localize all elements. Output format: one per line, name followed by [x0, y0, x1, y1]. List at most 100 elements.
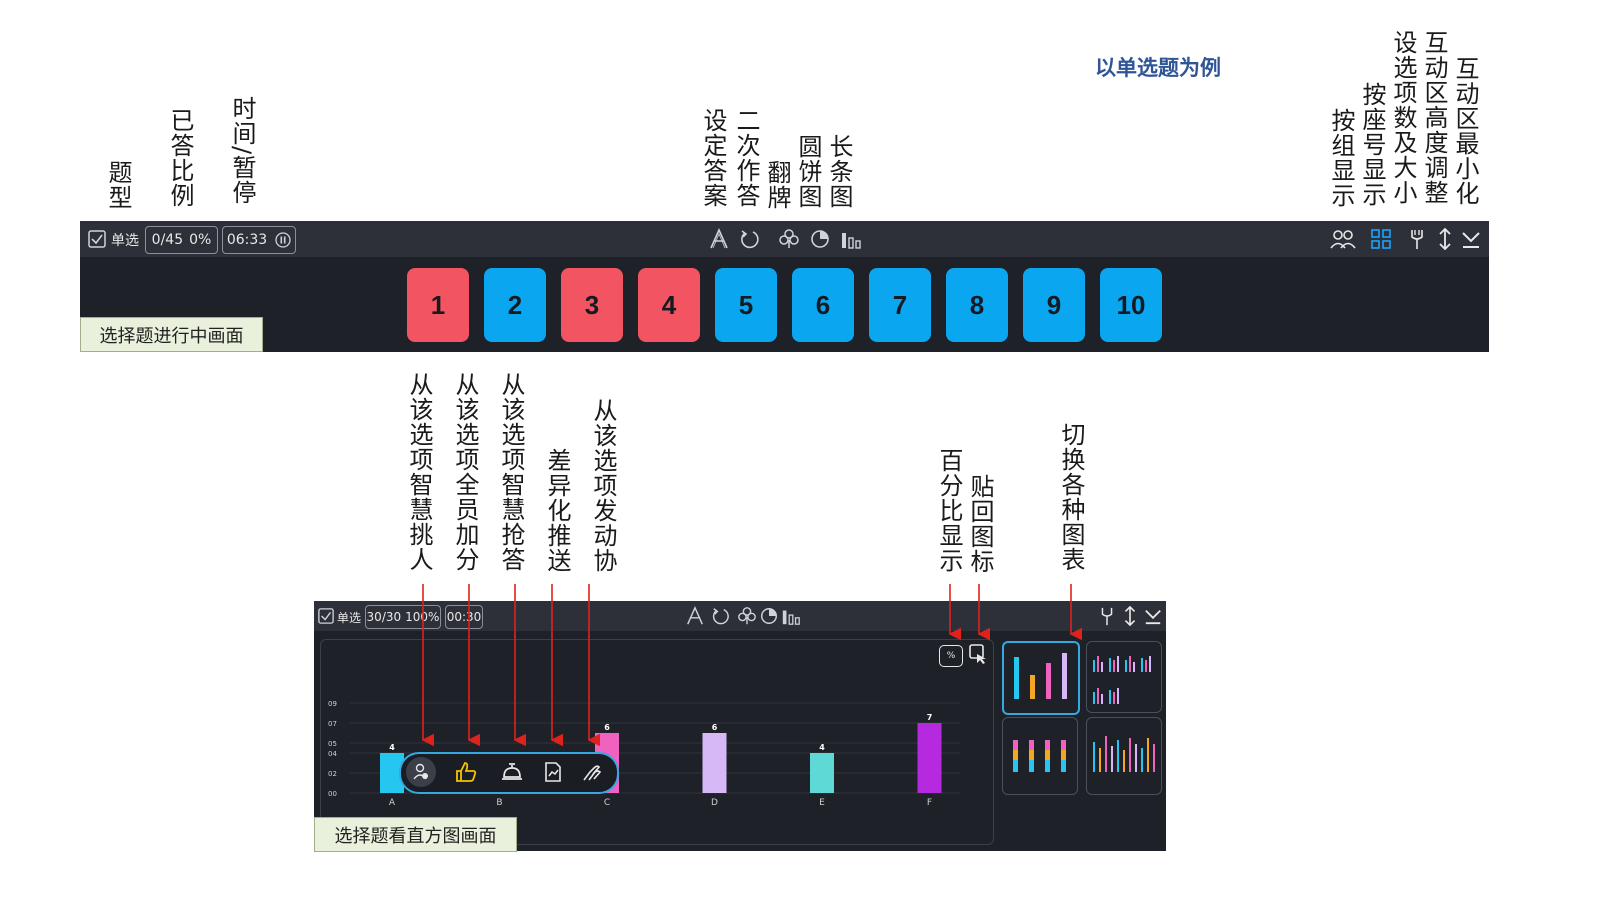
label-all-plus: 从该选项全员加分	[451, 372, 479, 572]
x-category-label: A	[389, 798, 396, 808]
rush-bell-icon[interactable]	[499, 759, 525, 785]
bar-value-label: 6	[712, 723, 718, 732]
chart-frame	[320, 639, 994, 845]
set-answer-icon[interactable]	[685, 606, 705, 626]
flip-card-icon[interactable]	[778, 228, 800, 250]
x-category-label: D	[711, 798, 718, 808]
minimize-icon[interactable]	[1144, 606, 1162, 626]
timer-pill[interactable]: 06:33	[222, 226, 296, 254]
label-percent-show: 百分比显示	[935, 448, 963, 573]
label-bar: 长条图	[825, 134, 853, 209]
label-second-answer: 二次作答	[732, 108, 760, 208]
timer-value: 06:33	[226, 232, 268, 248]
x-category-label: C	[604, 798, 610, 808]
pie-chart-icon[interactable]	[809, 228, 831, 250]
bar-chart-icon[interactable]	[840, 228, 862, 250]
label-paste-icon: 贴回图标	[966, 474, 994, 574]
label-collab: 从该选项发动协	[589, 398, 617, 573]
answer-button-4[interactable]: 4	[638, 268, 700, 342]
answer-button-2[interactable]: 2	[484, 268, 546, 342]
label-set-answer: 设定答案	[699, 108, 727, 208]
label-group-display: 按组显示	[1327, 108, 1355, 208]
checkbox-icon[interactable]	[318, 608, 334, 624]
label-switch-chart: 切换各种图表	[1057, 422, 1085, 572]
panel2-toolbar	[314, 601, 1166, 631]
height-adjust-icon[interactable]	[1437, 228, 1453, 250]
y-tick-label: 02	[328, 770, 337, 778]
answered-count: 0/45	[151, 232, 184, 248]
bar-value-label: 4	[819, 743, 825, 752]
redo-icon[interactable]	[711, 606, 731, 626]
x-category-label: E	[819, 798, 825, 808]
seat-grid-icon[interactable]	[1370, 228, 1392, 250]
height-adjust-icon[interactable]	[1122, 606, 1138, 626]
timer-pill[interactable]: 00:30	[445, 605, 483, 629]
option-settings-icon[interactable]	[1408, 228, 1426, 250]
smart-pick-icon[interactable]	[406, 757, 436, 787]
answer-button-3[interactable]: 3	[561, 268, 623, 342]
bar-D[interactable]	[702, 733, 727, 793]
x-category-label: B	[496, 798, 502, 808]
example-note: 以单选题为例	[1095, 56, 1221, 80]
diff-push-icon[interactable]	[540, 759, 566, 785]
y-tick-label: 04	[328, 750, 337, 758]
answer-button-7[interactable]: 7	[869, 268, 931, 342]
bar-value-label: 4	[389, 743, 395, 752]
label-flip: 翻牌	[763, 160, 791, 210]
checkbox-icon[interactable]	[88, 230, 106, 248]
panel1-toolbar	[80, 221, 1489, 257]
thumbs-up-icon[interactable]	[453, 759, 479, 785]
bar-value-label: 6	[604, 723, 610, 732]
paste-back-icon[interactable]	[968, 643, 990, 665]
label-question-type: 题型	[104, 160, 132, 210]
chart-thumb-bar[interactable]	[1002, 641, 1080, 715]
label-pie: 圆饼图	[794, 134, 822, 209]
option-action-toolbar	[399, 752, 619, 794]
label-diff-push: 差异化推送	[543, 448, 571, 573]
minimize-icon[interactable]	[1461, 228, 1481, 250]
redo-icon[interactable]	[739, 228, 761, 250]
label-option-count: 设选项数及大小	[1389, 30, 1417, 205]
option-settings-icon[interactable]	[1098, 606, 1116, 626]
flip-card-icon[interactable]	[737, 606, 757, 626]
percent-toggle-icon[interactable]: %	[939, 645, 963, 667]
bar-E[interactable]	[810, 753, 834, 793]
answer-button-1[interactable]: 1	[407, 268, 469, 342]
label-smart-pick: 从该选项智慧挑人	[405, 372, 433, 572]
bar-chart-icon[interactable]	[781, 606, 801, 626]
bar-value-label: 7	[927, 713, 933, 722]
answer-button-6[interactable]: 6	[792, 268, 854, 342]
caption-histogram: 选择题看直方图画面	[314, 817, 517, 852]
pie-chart-icon[interactable]	[759, 606, 779, 626]
question-type-label: 单选	[111, 233, 139, 249]
answer-button-10[interactable]: 10	[1100, 268, 1162, 342]
answer-button-5[interactable]: 5	[715, 268, 777, 342]
bar-F[interactable]	[917, 723, 942, 793]
pause-icon[interactable]	[275, 232, 291, 248]
x-category-label: F	[927, 798, 932, 808]
label-answered-ratio: 已答比例	[166, 108, 194, 208]
y-tick-label: 07	[328, 720, 337, 728]
answer-button-9[interactable]: 9	[1023, 268, 1085, 342]
y-tick-label: 00	[328, 790, 337, 798]
label-height-adjust: 互动区高度调整	[1420, 30, 1448, 205]
answer-button-8[interactable]: 8	[946, 268, 1008, 342]
answered-ratio-pill: 0/45 0%	[145, 226, 218, 254]
label-minimize: 互动区最小化	[1451, 56, 1479, 206]
question-type-label: 单选	[337, 611, 362, 625]
chart-thumb-stacked[interactable]	[1002, 717, 1078, 795]
caption-in-progress: 选择题进行中画面	[80, 317, 263, 352]
set-answer-icon[interactable]	[708, 228, 730, 250]
group-display-icon[interactable]	[1329, 228, 1357, 250]
answered-percent: 0%	[189, 232, 212, 248]
y-tick-label: 09	[328, 700, 337, 708]
y-tick-label: 05	[328, 740, 337, 748]
chart-thumb-grouped[interactable]	[1086, 641, 1162, 713]
chart-thumb-multi[interactable]	[1086, 717, 1162, 795]
label-seat-display: 按座号显示	[1358, 82, 1386, 207]
timer-value: 00:30	[446, 610, 482, 624]
collab-icon[interactable]	[579, 759, 605, 785]
